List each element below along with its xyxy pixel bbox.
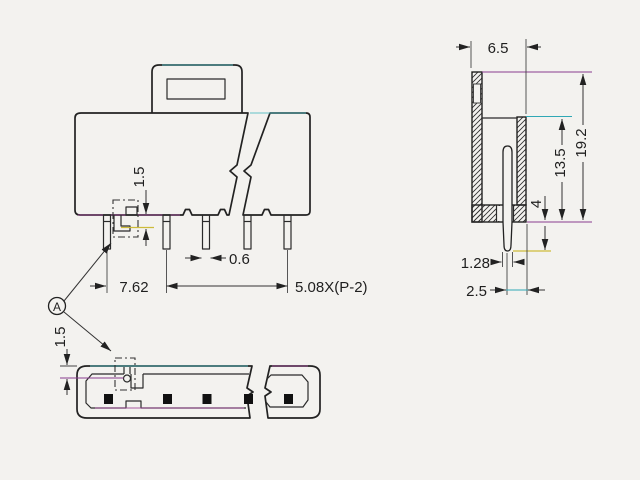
front-pins bbox=[102, 214, 292, 250]
dim-pin-width: 0.6 bbox=[185, 251, 250, 268]
dim-body-width-label: 6.5 bbox=[488, 40, 509, 57]
dim-total-height: 19.2 bbox=[573, 74, 590, 221]
detail-callout: A bbox=[47, 242, 112, 352]
dim-cavity-height: 13.5 bbox=[552, 118, 569, 221]
dim-pin-protrusion: 4 bbox=[528, 196, 549, 251]
dim-key-offset-label: 1.5 bbox=[52, 327, 69, 348]
front-latch-window bbox=[166, 78, 226, 100]
front-latch bbox=[151, 64, 243, 113]
dim-pitch-span-label: 5.08X(P-2) bbox=[295, 279, 368, 296]
bottom-inner-right bbox=[265, 374, 309, 408]
side-right-wall bbox=[516, 116, 527, 206]
dim-front-standoff-label: 1.5 bbox=[131, 167, 148, 188]
bottom-view: 1.5 bbox=[52, 327, 321, 419]
front-detail-box bbox=[112, 199, 139, 238]
detail-callout-label: A bbox=[53, 300, 61, 314]
dim-cavity-height-label: 13.5 bbox=[552, 148, 569, 177]
dim-key-offset: 1.5 bbox=[52, 327, 71, 395]
side-section-view: 6.5 19.2 13.5 4 1.28 bbox=[456, 39, 592, 300]
bottom-pin-squares bbox=[104, 394, 293, 404]
dim-body-width: 6.5 bbox=[456, 40, 541, 57]
dim-pin-thickness: 1.28 bbox=[461, 255, 525, 272]
dim-pin-offset: 2.5 bbox=[466, 283, 545, 300]
front-view: 1.5 0.6 7.62 5.08X(P-2) A bbox=[47, 64, 368, 352]
dim-pin-thickness-label: 1.28 bbox=[461, 255, 490, 272]
dim-first-pitch-label: 7.62 bbox=[119, 279, 148, 296]
side-pin bbox=[502, 145, 513, 252]
bottom-outer-right bbox=[264, 365, 321, 419]
bottom-key-hole bbox=[122, 374, 132, 383]
dim-pin-offset-label: 2.5 bbox=[466, 283, 487, 300]
dim-pin-width-label: 0.6 bbox=[229, 251, 250, 268]
dim-total-height-label: 19.2 bbox=[573, 128, 590, 157]
dim-front-standoff: 1.5 bbox=[131, 167, 150, 246]
front-body-left bbox=[74, 112, 249, 216]
bottom-detail-box bbox=[114, 357, 136, 391]
dim-pitches: 7.62 5.08X(P-2) bbox=[90, 250, 368, 296]
dim-pin-protrusion-label: 4 bbox=[528, 200, 545, 208]
bottom-outer-left bbox=[76, 365, 254, 419]
front-detail-feature bbox=[112, 199, 154, 238]
front-body-right bbox=[242, 112, 311, 216]
